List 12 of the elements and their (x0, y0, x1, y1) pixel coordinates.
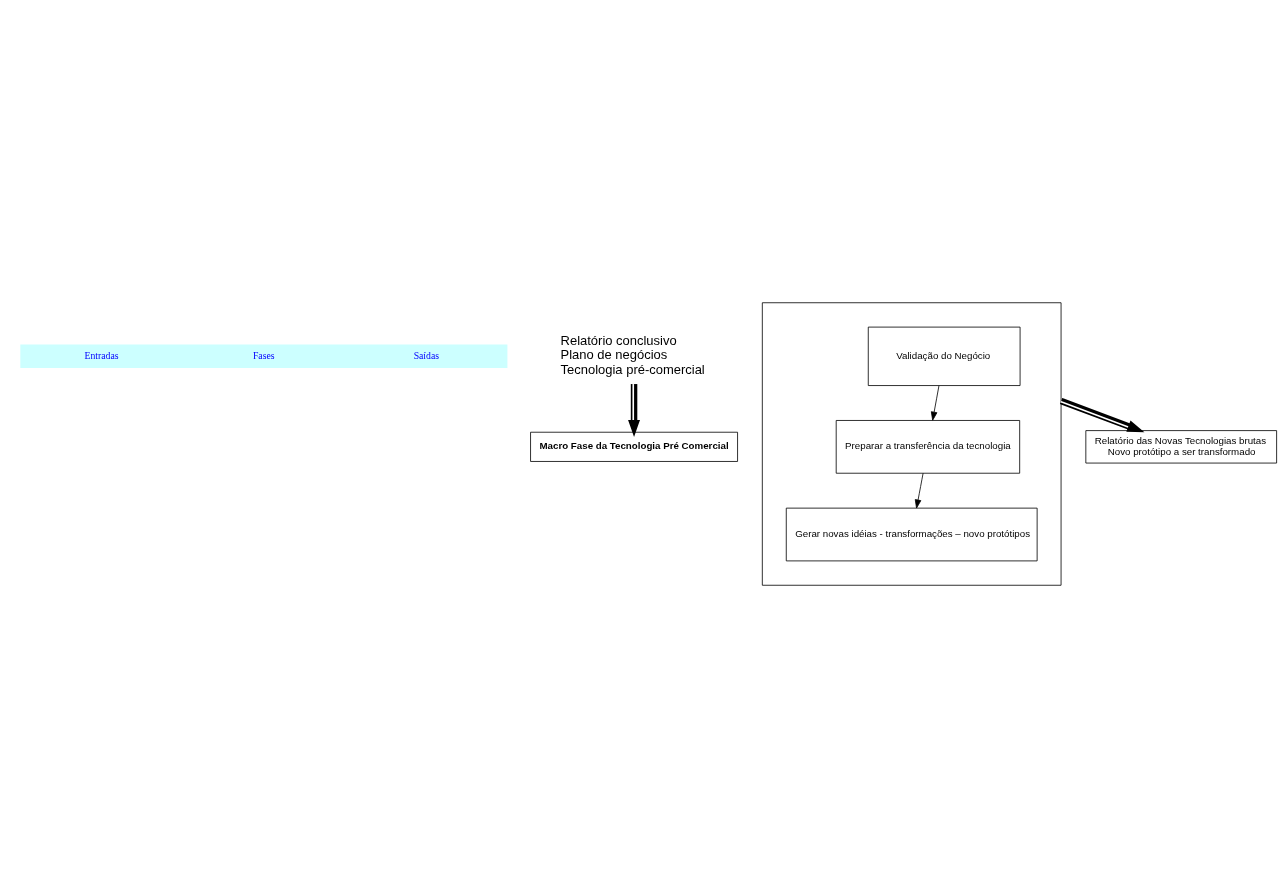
arrow (914, 472, 924, 508)
node-box: Relatório das Novas Tecnologias brutas Novo protótipo a ser transformado (1085, 429, 1278, 463)
node-box: Macro Fase da Tecnologia Pré Comercial (530, 431, 738, 462)
cluster (761, 301, 1062, 586)
node-box: Validação do Negócio (867, 326, 1021, 386)
node-box: Preparar a transferência da tecnologia (835, 419, 1021, 474)
node-box: Entradas Fases Saídas (20, 344, 508, 368)
node-text: Relatório conclusivo Plano de negócios Tecnologia pré-comercial (560, 332, 705, 377)
arrow (1059, 397, 1145, 432)
arrow (930, 384, 940, 421)
node-box: Gerar novas idéias - transformações – novo protótipos (785, 507, 1038, 561)
arrow (628, 383, 641, 437)
